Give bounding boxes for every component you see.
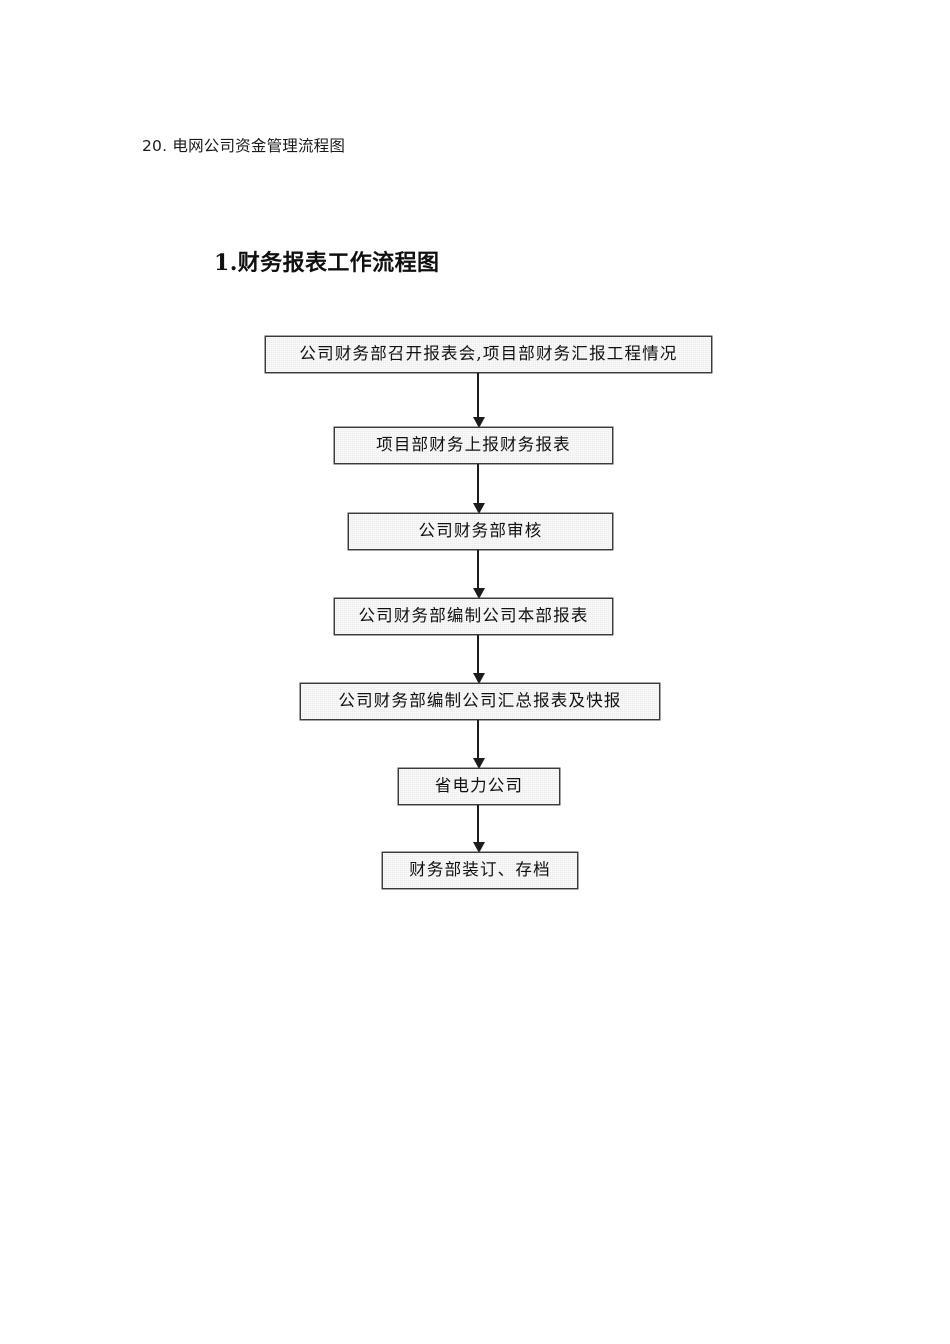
page-title: 1.财务报表工作流程图 <box>214 250 440 276</box>
arrow-stem <box>477 464 480 505</box>
arrow-stem <box>477 550 480 590</box>
arrow-head-down-icon <box>473 417 485 428</box>
arrow-stem <box>477 720 480 760</box>
flowchart-arrow-4-to-5 <box>473 635 485 684</box>
arrow-head-down-icon <box>473 673 485 684</box>
flowchart-arrow-2-to-3 <box>473 464 485 514</box>
flowchart-node-5: 公司财务部编制公司汇总报表及快报 <box>300 683 660 720</box>
flowchart-node-5-label: 公司财务部编制公司汇总报表及快报 <box>338 690 622 710</box>
flowchart-node-4: 公司财务部编制公司本部报表 <box>334 598 613 635</box>
flowchart-arrow-6-to-7 <box>473 805 485 853</box>
flowchart-node-3: 公司财务部审核 <box>348 513 613 550</box>
arrow-head-down-icon <box>473 503 485 514</box>
flowchart-node-4-label: 公司财务部编制公司本部报表 <box>358 605 589 625</box>
flowchart-arrow-3-to-4 <box>473 550 485 599</box>
flowchart-node-2-label: 项目部财务上报财务报表 <box>376 434 571 454</box>
flowchart-node-6-label: 省电力公司 <box>434 775 524 795</box>
arrow-head-down-icon <box>473 588 485 599</box>
flowchart-arrow-5-to-6 <box>473 720 485 769</box>
flowchart-node-6: 省电力公司 <box>398 768 560 805</box>
flowchart-node-7: 财务部装订、存档 <box>382 852 578 889</box>
flowchart-arrow-1-to-2 <box>473 373 485 428</box>
document-header-line: 20. 电网公司资金管理流程图 <box>142 137 346 155</box>
arrow-stem <box>477 635 480 675</box>
flowchart-node-3-label: 公司财务部审核 <box>418 520 543 540</box>
arrow-head-down-icon <box>473 842 485 853</box>
flowchart-node-7-label: 财务部装订、存档 <box>409 859 551 879</box>
flowchart-node-1-label: 公司财务部召开报表会,项目部财务汇报工程情况 <box>299 343 678 363</box>
flowchart-node-1: 公司财务部召开报表会,项目部财务汇报工程情况 <box>265 336 712 373</box>
arrow-stem <box>477 805 480 844</box>
arrow-stem <box>477 373 480 419</box>
flowchart-node-2: 项目部财务上报财务报表 <box>334 427 613 464</box>
arrow-head-down-icon <box>473 758 485 769</box>
